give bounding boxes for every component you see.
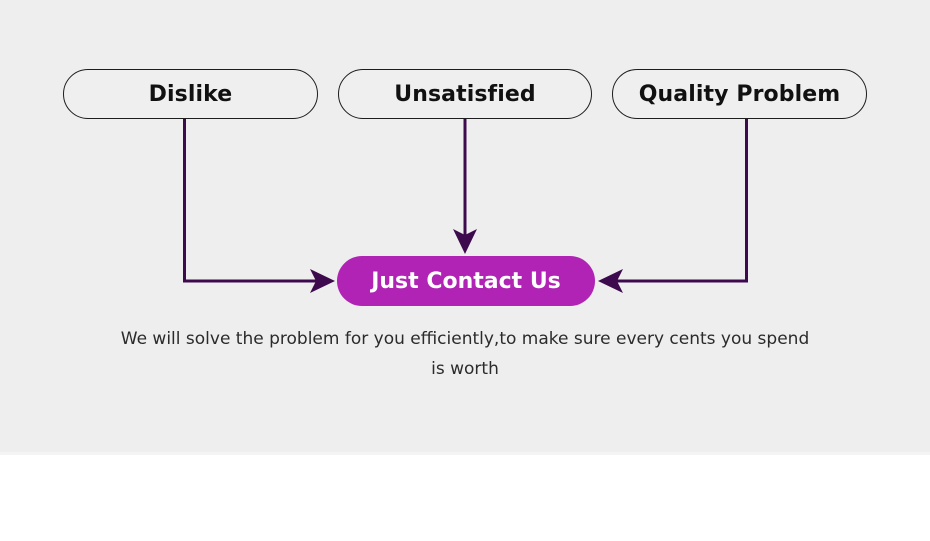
- panel-bottom-seam: [0, 452, 930, 455]
- just-contact-us-button[interactable]: Just Contact Us: [337, 256, 595, 306]
- gray-panel: [0, 0, 930, 452]
- caption-text: We will solve the problem for you effici…: [120, 329, 810, 379]
- node-quality-problem[interactable]: Quality Problem: [612, 69, 867, 119]
- node-dislike[interactable]: Dislike: [63, 69, 318, 119]
- node-unsatisfied[interactable]: Unsatisfied: [338, 69, 592, 119]
